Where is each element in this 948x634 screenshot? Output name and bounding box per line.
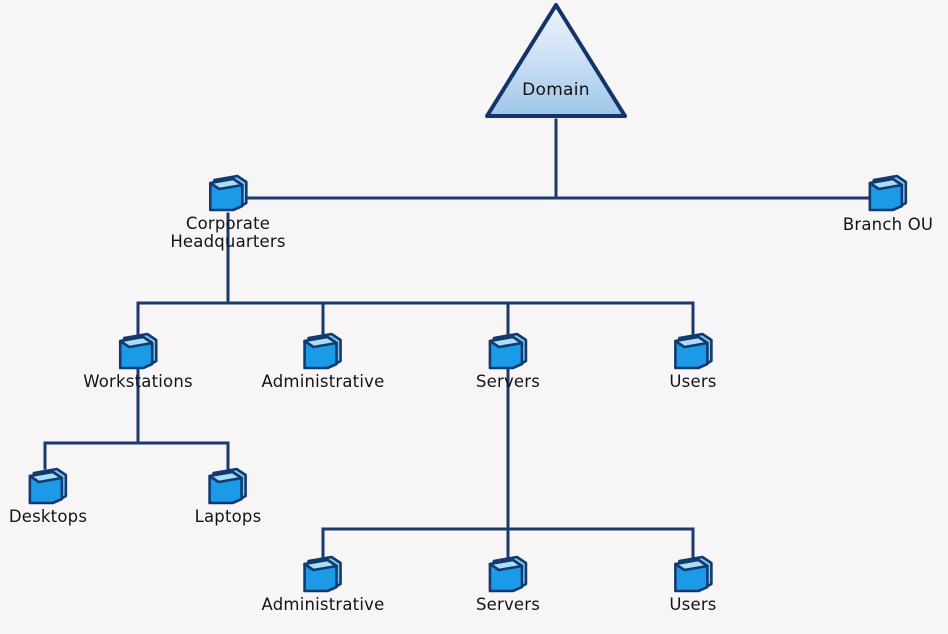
node-servers[interactable]: Servers [476,328,540,391]
node-servers-users[interactable]: Users [669,551,716,614]
node-label: Administrative [261,372,385,391]
node-administrative[interactable]: Administrative [262,328,385,391]
node-users[interactable]: Users [669,328,716,391]
node-domain-label: Domain [522,80,590,100]
node-domain[interactable]: Domain [482,0,630,122]
node-label: Workstations [83,372,193,391]
folder-icon [28,467,68,505]
folder-icon [208,467,248,505]
node-servers-administrative[interactable]: Administrative [262,551,385,614]
node-label: Servers [475,372,541,391]
node-label: Users [669,595,717,614]
node-label: Laptops [194,507,262,526]
folder-icon [673,555,713,593]
node-label: Branch OU [842,215,934,234]
folder-icon [488,332,528,370]
folder-icon [118,332,158,370]
node-branch-ou[interactable]: Branch OU [843,170,933,234]
node-label: Servers [475,595,541,614]
domain-triangle-icon [485,3,627,118]
folder-icon [488,555,528,593]
node-servers-servers[interactable]: Servers [476,551,540,614]
node-label: Users [669,372,717,391]
node-label: Desktops [8,507,88,526]
folder-icon [208,174,248,212]
node-desktops[interactable]: Desktops [9,463,87,526]
folder-icon [303,332,343,370]
node-laptops[interactable]: Laptops [195,463,262,526]
node-workstations[interactable]: Workstations [83,328,193,391]
folder-icon [868,174,908,212]
folder-icon [303,555,343,593]
node-label: Administrative [261,595,385,614]
folder-icon [673,332,713,370]
